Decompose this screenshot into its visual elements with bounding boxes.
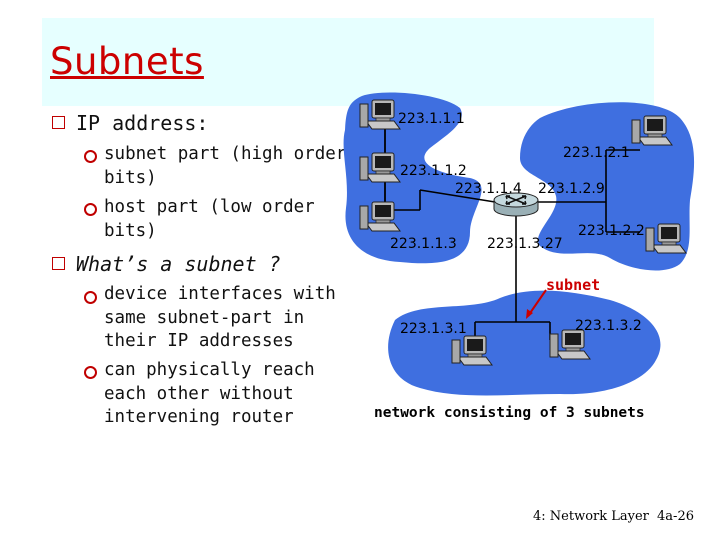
sub-bullet-subnet-part: subnet part (high order bits) — [104, 143, 346, 190]
sub-bullet-icon — [84, 203, 97, 216]
ip-label-h112: 223.1.1.2 — [400, 163, 467, 179]
ip-label-r129: 223.1.2.9 — [538, 181, 605, 197]
line: host part (low order — [104, 197, 315, 217]
diagram-caption: network consisting of 3 subnets — [374, 405, 645, 421]
title-band — [42, 18, 654, 106]
ip-label-h122: 223.1.2.2 — [578, 223, 645, 239]
host-computer-icon — [359, 152, 401, 183]
bullet-ip-address: IP address: — [76, 111, 209, 135]
host-computer-icon — [645, 223, 687, 254]
bullet-whats-subnet: What’s a subnet ? — [76, 252, 281, 276]
ip-label-h113: 223.1.1.3 — [390, 236, 457, 252]
line: each other without — [104, 383, 294, 404]
sub-bullet-icon — [84, 366, 97, 379]
slide-title: Subnets — [50, 40, 204, 83]
line: bits) — [104, 167, 157, 188]
ip-label-h132: 223.1.3.2 — [575, 318, 642, 334]
ip-label-r1327: 223.1.3.27 — [487, 236, 563, 252]
ip-label-h121: 223.1.2.1 — [563, 145, 630, 161]
line: intervening router — [104, 407, 294, 427]
host-computer-icon — [359, 201, 401, 232]
footer-chapter: 4: Network Layer — [533, 509, 649, 524]
host-computer-icon — [549, 329, 591, 360]
line: device interfaces with — [104, 284, 336, 304]
line: subnet part (high order — [104, 144, 347, 164]
sub-bullet-icon — [84, 291, 97, 304]
line: bits) — [104, 220, 157, 241]
line: can physically reach — [104, 360, 315, 380]
bullet-square-icon — [52, 257, 65, 270]
line: their IP addresses — [104, 331, 294, 351]
sub-bullet-icon — [84, 150, 97, 163]
host-computer-icon — [359, 99, 401, 130]
footer-page: 4a-26 — [657, 509, 694, 524]
ip-label-h131: 223.1.3.1 — [400, 321, 467, 337]
host-computer-icon — [631, 115, 673, 146]
subnet-cloud — [388, 290, 661, 396]
subnet-label: subnet — [546, 276, 600, 294]
ip-label-r114: 223.1.1.4 — [455, 181, 522, 197]
ip-label-h111: 223.1.1.1 — [398, 111, 465, 127]
sub-bullet-physically-reach: can physically reach each other without … — [104, 359, 315, 430]
sub-bullet-device-interfaces: device interfaces with same subnet-part … — [104, 283, 336, 354]
host-computer-icon — [451, 335, 493, 366]
bullet-square-icon — [52, 116, 65, 129]
footer: 4: Network Layer 4a-26 — [533, 509, 694, 524]
line: same subnet-part in — [104, 307, 305, 328]
sub-bullet-host-part: host part (low order bits) — [104, 196, 315, 243]
